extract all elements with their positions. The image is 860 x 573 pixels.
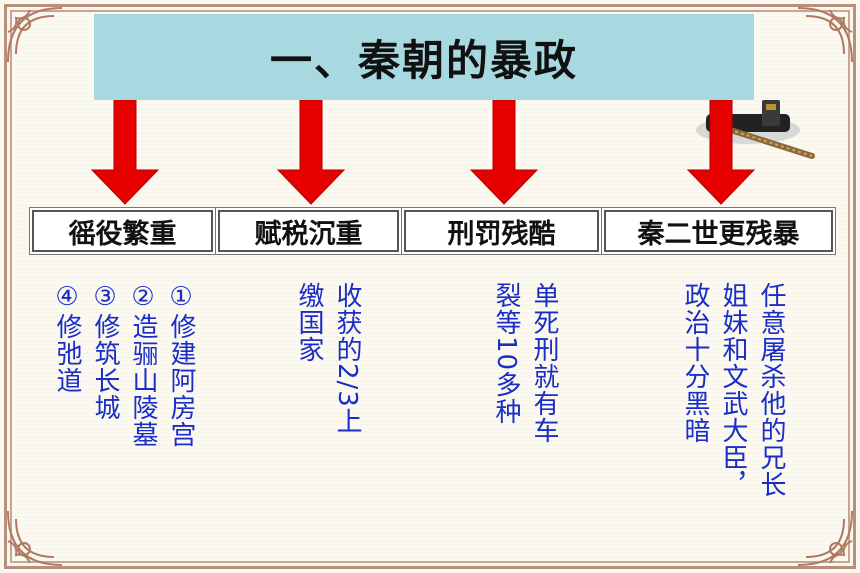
- detail-line: ①修建阿房宫: [166, 282, 196, 448]
- corner-ornament-icon: [7, 510, 63, 566]
- detail-text-taxes: 收获的2/3上 缴国家: [290, 282, 366, 435]
- category-box-second-emperor: 秦二世更残暴: [601, 207, 836, 255]
- detail-line: ④修弛道: [52, 282, 82, 394]
- down-arrow-icon: [276, 100, 346, 205]
- detail-line: 任意屠杀他的兄长: [756, 282, 786, 498]
- category-box-punishment: 刑罚残酷: [401, 207, 602, 255]
- down-arrow-icon: [90, 100, 160, 205]
- detail-text-second-emperor: 任意屠杀他的兄长 姐妹和文武大臣， 政治十分黑暗: [676, 282, 790, 562]
- corner-ornament-icon: [797, 510, 853, 566]
- detail-line: 政治十分黑暗: [680, 282, 710, 444]
- corner-ornament-icon: [797, 7, 853, 63]
- page-title: 一、秦朝的暴政: [269, 35, 578, 85]
- detail-text-corvee: ①修建阿房宫 ②造骊山陵墓 ③修筑长城 ④修弛道: [48, 282, 200, 448]
- detail-line: ②造骊山陵墓: [128, 282, 158, 448]
- detail-line: 缴国家: [294, 282, 324, 363]
- detail-line: ③修筑长城: [90, 282, 120, 421]
- detail-line: 收获的2/3上: [332, 282, 362, 435]
- title-banner: 一、秦朝的暴政: [94, 14, 754, 100]
- category-box-corvee: 徭役繁重: [29, 207, 216, 255]
- detail-line: 裂等10多种: [491, 282, 521, 426]
- corner-ornament-icon: [7, 7, 63, 63]
- down-arrow-icon: [686, 100, 756, 205]
- down-arrow-icon: [469, 100, 539, 205]
- detail-line: 姐妹和文武大臣，: [718, 282, 748, 498]
- detail-line: 单死刑就有车: [529, 282, 559, 444]
- category-box-taxes: 赋税沉重: [215, 207, 402, 255]
- detail-text-punishment: 单死刑就有车 裂等10多种: [487, 282, 563, 444]
